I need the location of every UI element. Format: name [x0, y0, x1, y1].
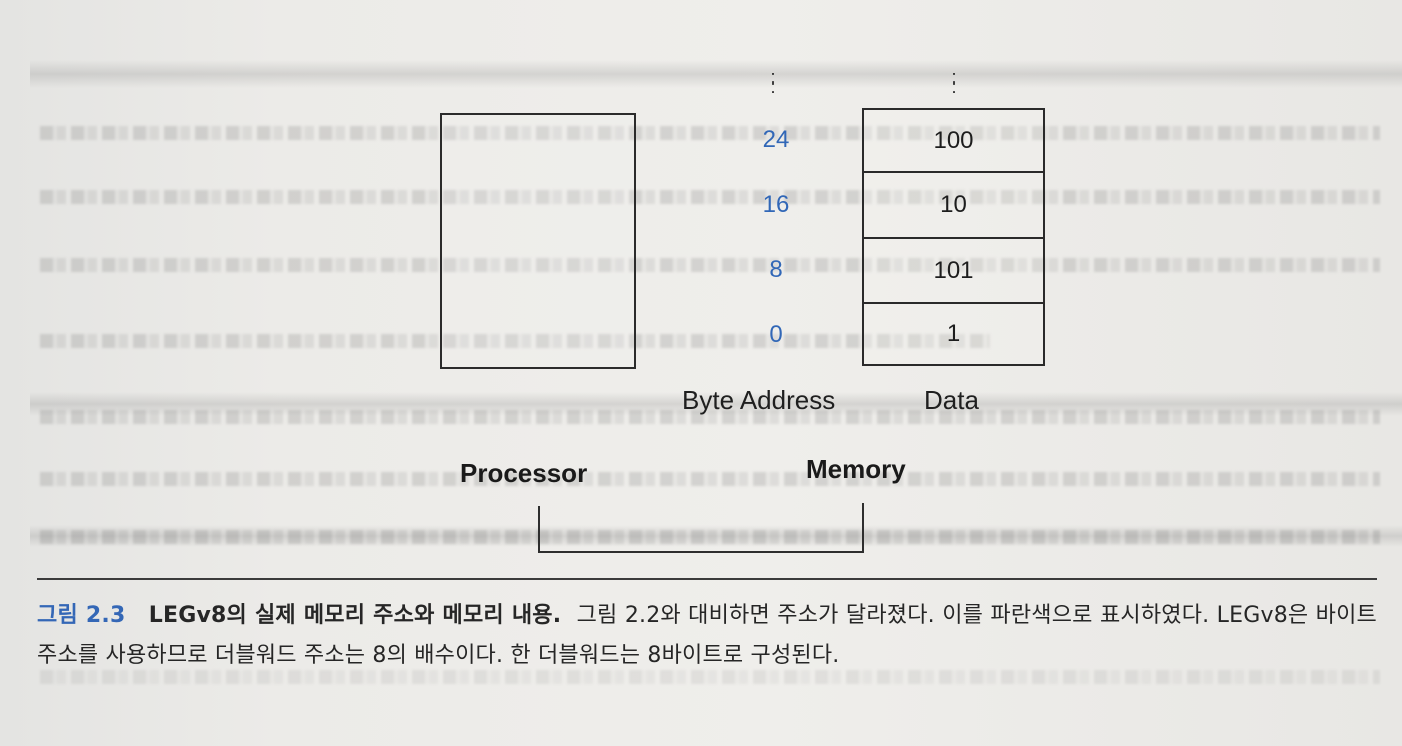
background-bleedthrough-line-7 [40, 530, 1380, 544]
data-ellipsis: : : [951, 67, 957, 97]
background-bleedthrough-line-4 [40, 334, 990, 348]
memory-cell-24: 100 [864, 110, 1043, 173]
caption-divider [37, 578, 1377, 580]
background-bleedthrough-line-3 [40, 258, 1380, 272]
processor-label: Processor [460, 458, 588, 488]
background-shadow-band-1 [30, 60, 1402, 88]
address-16: 16 [762, 191, 790, 218]
processor-box [440, 113, 636, 369]
memory-cell-16: 10 [864, 173, 1043, 239]
background-bleedthrough-line-6 [40, 472, 1380, 486]
figure-number: 그림 2.3 [37, 603, 126, 628]
background-bleedthrough-line-8 [40, 670, 1380, 684]
background-bleedthrough-line-1 [40, 126, 1380, 140]
memory-cell-8: 101 [864, 239, 1043, 304]
memory-data-stack: 100 10 101 1 [862, 108, 1045, 366]
caption-title: LEGv8의 실제 메모리 주소와 메모리 내용. [148, 603, 562, 628]
address-0: 0 [769, 321, 783, 348]
background-bleedthrough-line-2 [40, 190, 1380, 204]
address-ellipsis: : : [770, 67, 776, 97]
caption-body: 그림 2.2와 대비하면 주소가 달라졌다. 이를 파란색으로 표시하였다. L… [37, 603, 1377, 668]
byte-address-label: Byte Address [682, 385, 836, 415]
data-label: Data [924, 385, 979, 415]
address-24: 24 [762, 126, 790, 153]
processor-bracket-stem [538, 506, 540, 553]
background-shadow-band-3 [30, 525, 1402, 547]
address-8: 8 [769, 256, 783, 283]
memory-cell-0: 1 [946, 320, 961, 347]
connection-bracket-bottom [538, 551, 864, 553]
background-bleedthrough-line-5 [40, 410, 1380, 424]
memory-label: Memory [806, 454, 906, 484]
figure-caption: 그림 2.3 LEGv8의 실제 메모리 주소와 메모리 내용. 그림 2.2와… [37, 596, 1377, 676]
background-shadow-band-2 [30, 392, 1402, 416]
memory-bracket-stem [862, 503, 864, 553]
